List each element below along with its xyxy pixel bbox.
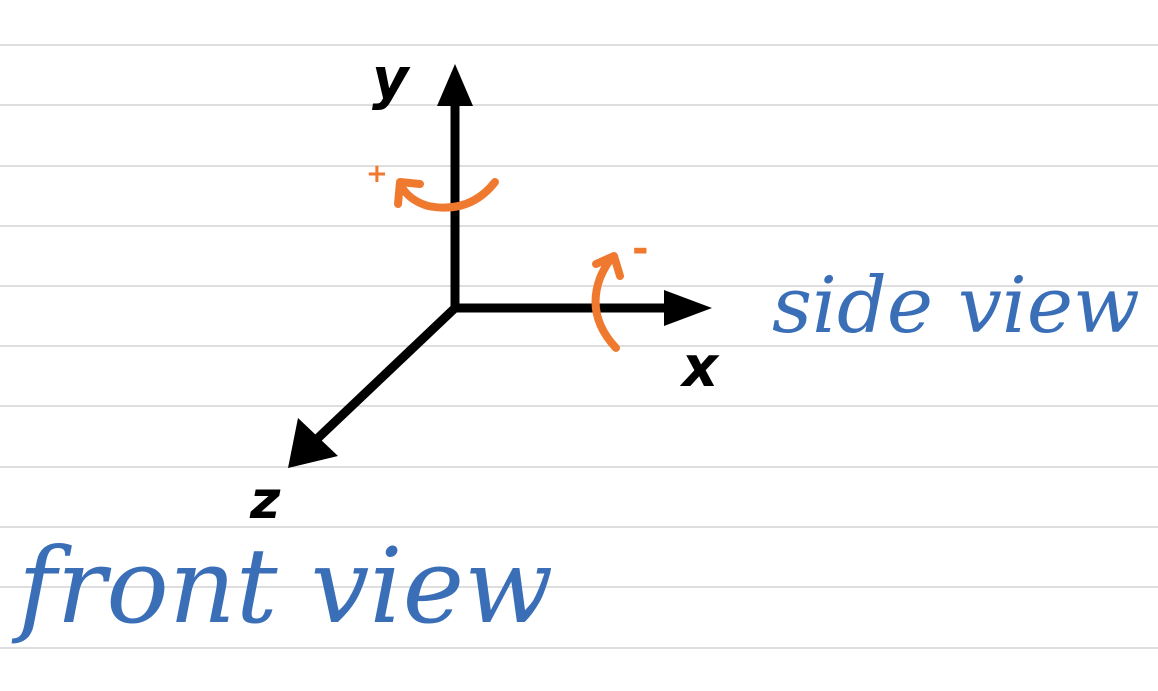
y-rotation-indicator: + bbox=[366, 159, 499, 212]
x-rotation-sign: - bbox=[632, 226, 649, 272]
x-axis-arrowhead bbox=[664, 290, 712, 326]
z-axis-label: z bbox=[249, 471, 281, 531]
y-axis bbox=[437, 64, 473, 313]
z-axis-line bbox=[313, 303, 460, 443]
y-axis-arrowhead bbox=[437, 64, 473, 106]
z-axis-arrowhead bbox=[288, 418, 338, 468]
x-axis bbox=[450, 290, 712, 326]
y-rotation-arrowhead bbox=[394, 178, 424, 208]
z-axis bbox=[288, 303, 460, 468]
ruled-lines bbox=[0, 44, 1158, 649]
side-view-label: side view bbox=[772, 261, 1140, 351]
x-rotation-arrowhead bbox=[592, 252, 624, 280]
front-view-label: front view bbox=[11, 525, 553, 647]
x-axis-label: x bbox=[679, 335, 720, 400]
y-rotation-sign: + bbox=[366, 159, 388, 189]
y-axis-label: y bbox=[372, 47, 411, 112]
y-rotation-arc bbox=[396, 178, 499, 212]
x-rotation-arc bbox=[591, 254, 620, 352]
x-rotation-indicator: - bbox=[591, 226, 649, 352]
